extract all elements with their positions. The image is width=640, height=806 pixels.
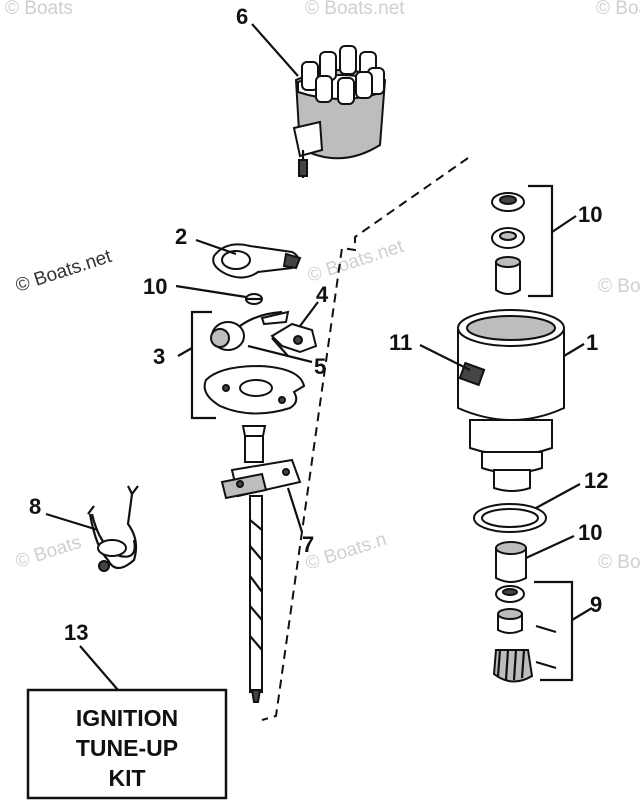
bracket: [534, 580, 574, 682]
watermark: © Boats.net: [305, 236, 407, 287]
distributor-shaft: [220, 425, 302, 703]
callout-5: 5: [314, 354, 326, 379]
leader-line: [247, 344, 313, 364]
distributor-cap: [292, 45, 387, 178]
watermark: © Boat: [598, 552, 640, 573]
assembly-dashed-line: [261, 157, 469, 721]
contact-points: [270, 322, 318, 357]
callouts: 6 2 10 4 3 5 7 8 10 11 1 12 10 9 13: [29, 4, 608, 645]
bracket: [528, 184, 554, 298]
leader-line: [571, 607, 593, 621]
callout-10: 10: [143, 274, 167, 299]
leader-line: [299, 301, 319, 327]
leader-line: [79, 645, 119, 691]
kit-line-2: TUNE-UP: [76, 735, 178, 761]
callout-3: 3: [153, 344, 165, 369]
primary-lead-wire: [87, 485, 139, 572]
o-ring: [473, 503, 547, 533]
bushing-set-upper: [491, 192, 525, 295]
callout-9: 9: [590, 592, 602, 617]
bracket: [190, 310, 216, 420]
callout-12: 12: [584, 468, 608, 493]
distributor-housing: [457, 309, 565, 492]
leader-line: [535, 483, 581, 509]
callout-11: 11: [389, 330, 412, 355]
callout-10-lower: 10: [578, 520, 602, 545]
watermark: © Boats: [596, 0, 640, 19]
callout-6: 6: [236, 4, 248, 29]
leader-line: [525, 535, 575, 559]
callout-1: 1: [586, 330, 598, 355]
watermark-main: © Boats.net: [13, 246, 115, 297]
leader-line: [175, 284, 247, 299]
watermark: © Boats: [13, 532, 84, 573]
kit-line-1: IGNITION: [76, 705, 178, 731]
callout-4: 4: [316, 282, 329, 307]
callout-7: 7: [302, 532, 314, 557]
kit-line-3: KIT: [108, 765, 145, 791]
watermark: © Boats.n: [303, 529, 389, 575]
rotor: [212, 243, 302, 279]
leader-line: [563, 343, 585, 357]
watermark: © Boats: [598, 276, 640, 297]
retaining-clip: [245, 293, 263, 305]
leader-line: [177, 347, 193, 357]
watermark: © Boats.net: [305, 0, 405, 19]
leader-line: [195, 238, 237, 256]
leader-line: [419, 344, 471, 371]
breaker-plate: [203, 364, 306, 415]
leader-line: [251, 23, 299, 77]
callout-8: 8: [29, 494, 41, 519]
condenser: [210, 310, 290, 351]
callout-13: 13: [64, 620, 88, 645]
drive-gear-set: [492, 585, 557, 683]
callout-10-upper: 10: [578, 202, 602, 227]
kit-box: IGNITION TUNE-UP KIT: [26, 688, 228, 800]
callout-2: 2: [175, 224, 187, 249]
bushing-lower: [495, 541, 527, 583]
leader-line: [551, 215, 577, 233]
leader-line: [45, 512, 99, 532]
leader-line: [286, 487, 304, 533]
watermark: © Boats: [5, 0, 73, 19]
